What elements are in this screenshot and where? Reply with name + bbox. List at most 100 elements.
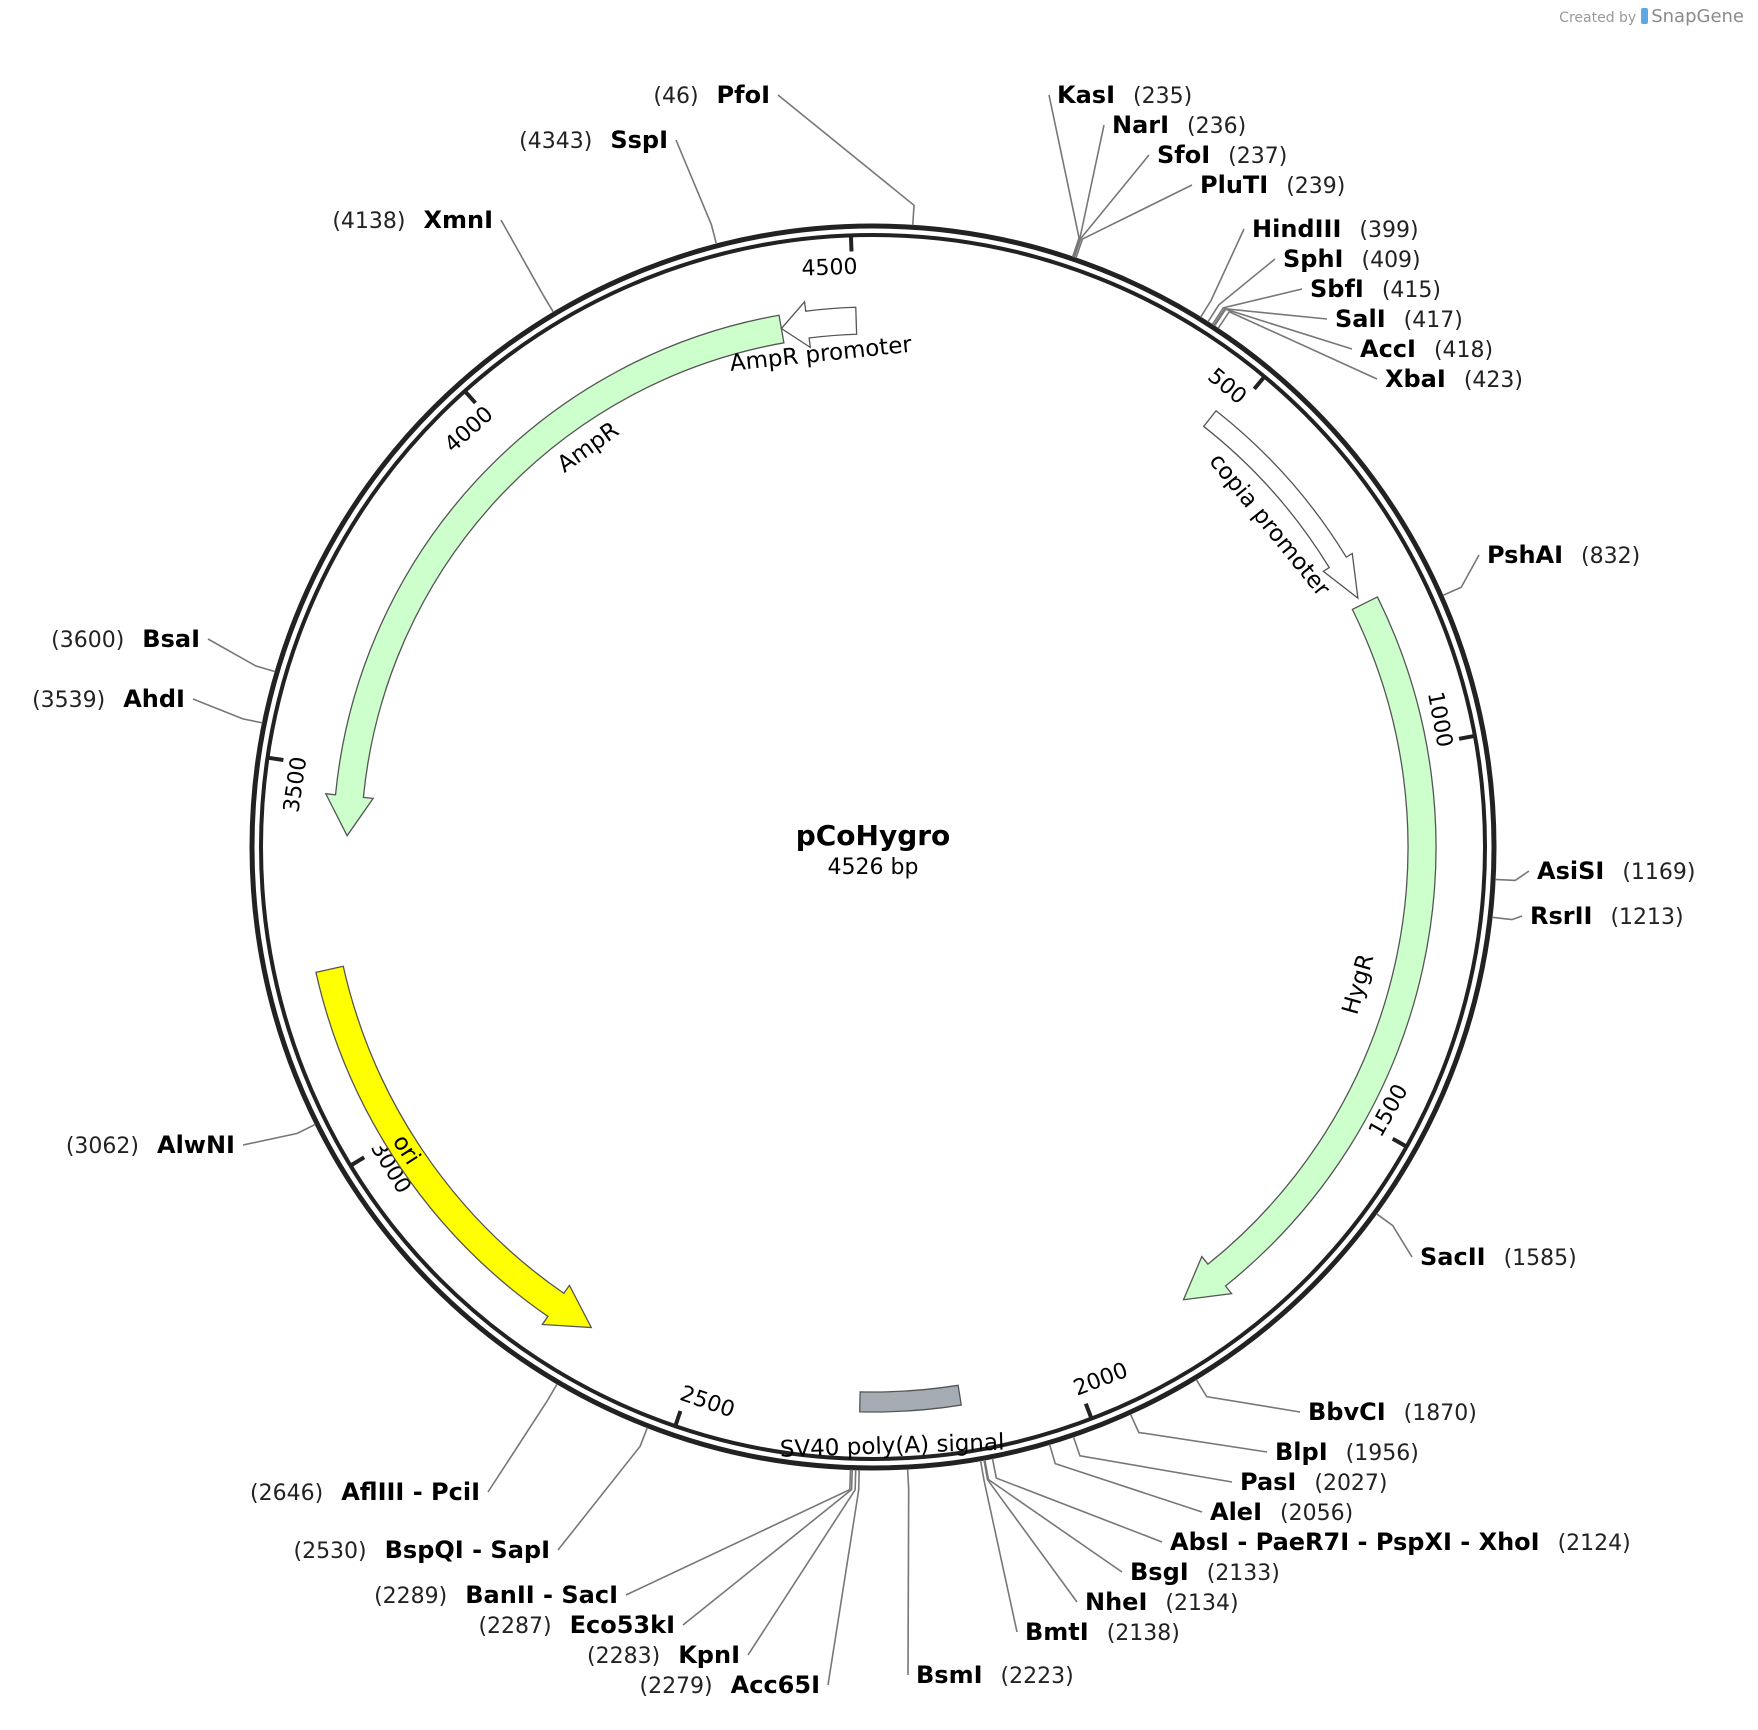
tick-label: 3500 — [279, 755, 312, 814]
site-sbfi[interactable]: SbfI(415) — [1211, 275, 1441, 325]
site-absi[interactable]: AbsI - PaeR7I - PspXI - XhoI(2124) — [991, 1458, 1631, 1556]
site-asisi[interactable]: AsiSI (1169) — [1495, 857, 1695, 885]
site-connector — [991, 1458, 1163, 1543]
site-position: (235) — [1133, 84, 1192, 109]
site-name: AleI — [1210, 1498, 1262, 1526]
site-position: (236) — [1187, 114, 1246, 139]
site-name: AccI — [1360, 335, 1416, 363]
site-pfoi[interactable]: (46)PfoI — [653, 81, 915, 226]
site-label: (3062)AlwNI — [66, 1131, 235, 1159]
feature-ampr-promoter[interactable] — [780, 300, 858, 349]
site-alwni[interactable]: (3062)AlwNI — [66, 1123, 316, 1159]
site-kpni[interactable]: (2283)KpnI — [587, 1469, 857, 1669]
site-name: HindIII — [1252, 215, 1341, 243]
site-connector — [1075, 184, 1193, 259]
site-afliii[interactable]: (2646)AflIII - PciI — [250, 1383, 558, 1506]
site-ahdi[interactable]: (3539) AhdI — [32, 685, 263, 724]
site-connector — [682, 1469, 854, 1626]
site-nhei[interactable]: NheI(2134) — [983, 1459, 1239, 1616]
site-sali[interactable]: SalI(417) — [1213, 305, 1463, 333]
site-connector — [1200, 228, 1245, 318]
site-xmni[interactable]: (4138)XmnI — [332, 206, 555, 313]
site-name: KasI — [1057, 81, 1115, 109]
site-bsgi[interactable]: BsgI(2133) — [984, 1459, 1280, 1586]
site-name: BspQI - SapI — [385, 1536, 550, 1564]
site-bmti[interactable]: BmtI(2138) — [979, 1460, 1180, 1646]
tick-label: 2500 — [677, 1381, 738, 1423]
site-bbvci[interactable]: BbvCI(1870) — [1195, 1379, 1477, 1426]
site-nari[interactable]: NarI(236) — [1072, 111, 1246, 258]
credit-brand: SnapGene — [1651, 6, 1744, 27]
site-rsrii[interactable]: RsrII(1213) — [1491, 902, 1684, 930]
site-blpi[interactable]: BlpI(1956) — [1129, 1413, 1419, 1466]
site-bsai[interactable]: (3600)BsaI — [51, 625, 276, 673]
site-connector — [500, 219, 555, 313]
site-label: BbvCI(1870) — [1308, 1398, 1477, 1426]
site-alei[interactable]: AleI(2056) — [1048, 1444, 1354, 1526]
site-bsmi[interactable]: BsmI(2223) — [906, 1468, 1074, 1689]
site-position: (399) — [1359, 218, 1418, 243]
site-label: SphI(409) — [1283, 245, 1421, 273]
site-kasi[interactable]: KasI (235) — [1048, 81, 1192, 258]
tick-2500 — [673, 1410, 683, 1426]
site-name: AsiSI — [1537, 857, 1604, 885]
feature-ori[interactable] — [315, 965, 593, 1329]
site-name: PluTI — [1200, 171, 1268, 199]
site-name: PasI — [1240, 1468, 1296, 1496]
tick-label: 1000 — [1422, 690, 1457, 750]
site-connector — [984, 1459, 1123, 1573]
site-position: (237) — [1228, 144, 1287, 169]
site-pasi[interactable]: PasI(2027) — [1072, 1436, 1388, 1496]
site-label: (3600)BsaI — [51, 625, 200, 653]
tick-label: 500 — [1203, 364, 1251, 410]
site-name: BmtI — [1025, 1618, 1089, 1646]
feature-hygr[interactable] — [1182, 596, 1437, 1301]
site-sacii[interactable]: SacII(1585) — [1376, 1213, 1577, 1271]
site-position: (423) — [1464, 368, 1523, 393]
site-sphi[interactable]: SphI(409) — [1207, 245, 1421, 323]
feature-ampr[interactable] — [324, 314, 785, 837]
site-connector — [1195, 1379, 1301, 1413]
site-label: AbsI - PaeR7I - PspXI - XhoI(2124) — [1170, 1528, 1631, 1556]
feature-copia-promoter[interactable] — [1202, 409, 1359, 600]
site-sfoi[interactable]: SfoI(237) — [1073, 141, 1287, 258]
site-connector — [747, 1469, 857, 1656]
site-position: (2279) — [639, 1674, 712, 1699]
site-position: (3539) — [32, 688, 105, 713]
site-name: BbvCI — [1308, 1398, 1386, 1426]
snapgene-logo-icon — [1641, 8, 1649, 24]
site-position: (1169) — [1622, 860, 1695, 885]
site-banii[interactable]: (2289)BanII - SacI — [374, 1469, 852, 1609]
site-eco53ki[interactable]: (2287)Eco53kI — [478, 1469, 854, 1639]
site-bspqi[interactable]: (2530)BspQI - SapI — [293, 1427, 649, 1564]
site-label: SfoI(237) — [1157, 141, 1287, 169]
site-connector — [207, 638, 276, 673]
site-position: (3600) — [51, 628, 124, 653]
site-xbai[interactable]: XbaI (423) — [1217, 310, 1523, 393]
site-pshai[interactable]: PshAI(832) — [1442, 541, 1640, 597]
site-name: SacII — [1420, 1243, 1486, 1271]
site-acc65i[interactable]: (2279)Acc65I — [639, 1469, 860, 1699]
site-sspi[interactable]: (4343)SspI — [519, 126, 718, 245]
site-label: BlpI(1956) — [1275, 1438, 1419, 1466]
credit-prefix: Created by — [1559, 10, 1637, 26]
site-hindiii[interactable]: HindIII (399) — [1200, 215, 1419, 318]
tick-4000 — [463, 390, 477, 405]
site-label: (2279)Acc65I — [639, 1671, 820, 1699]
site-name: PfoI — [717, 81, 770, 109]
site-position: (2283) — [587, 1644, 660, 1669]
site-label: SacII(1585) — [1420, 1243, 1577, 1271]
site-name: XbaI — [1385, 365, 1446, 393]
site-position: (4343) — [519, 129, 592, 154]
site-label: XbaI (423) — [1385, 365, 1523, 393]
site-connector — [557, 1427, 649, 1551]
site-label: PluTI(239) — [1200, 171, 1345, 199]
feature-label-hygr: HygR — [1338, 951, 1380, 1017]
site-name: AhdI — [123, 685, 185, 713]
site-position: (3062) — [66, 1134, 139, 1159]
site-pluti[interactable]: PluTI(239) — [1075, 171, 1345, 259]
site-acci[interactable]: AccI(418) — [1213, 308, 1494, 363]
feature-sv40[interactable] — [859, 1384, 963, 1413]
site-label: NarI(236) — [1112, 111, 1246, 139]
